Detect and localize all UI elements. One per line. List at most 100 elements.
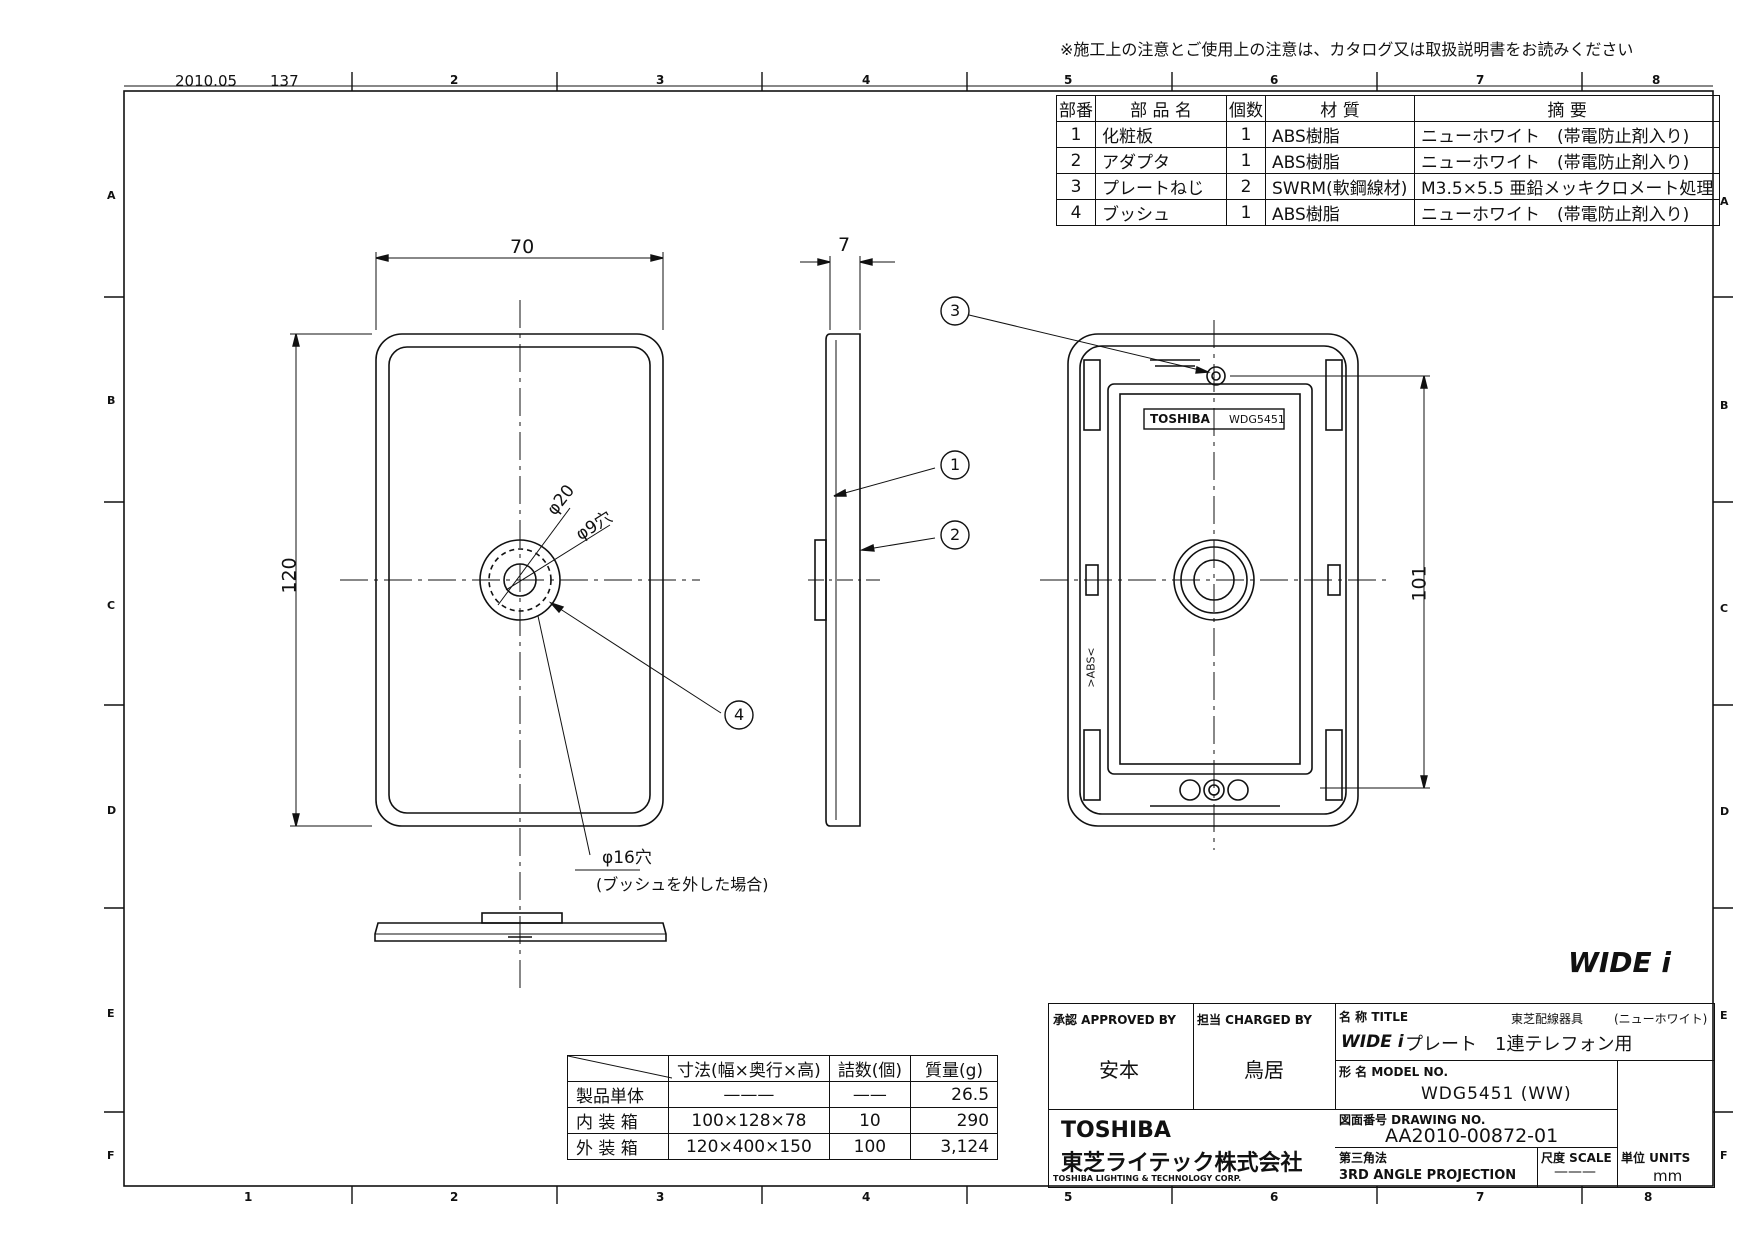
title-maker: 東芝配線器具 bbox=[1511, 1012, 1584, 1026]
charged-label: 担当 CHARGED BY bbox=[1197, 1013, 1312, 1027]
zone-col-4-top: 4 bbox=[862, 73, 871, 87]
zone-col-8-bottom: 8 bbox=[1644, 1190, 1653, 1204]
zone-row-c-right: C bbox=[1720, 602, 1729, 615]
zone-row-b-right: B bbox=[1720, 399, 1729, 412]
zone-col-4-bottom: 4 bbox=[862, 1190, 871, 1204]
table-row: 1 化粧板 1 ABS樹脂 ニューホワイト (帯電防止剤入り) bbox=[1056, 121, 1721, 148]
table-row: 内 装 箱 100×128×78 10 290 bbox=[567, 1107, 999, 1134]
drawing-label: 図面番号 DRAWING NO. bbox=[1339, 1113, 1486, 1127]
dim-hole-bush-note: (ブッシュを外した場合) bbox=[596, 875, 769, 894]
pack-size: 120×400×150 bbox=[668, 1133, 830, 1160]
zone-col-8-top: 8 bbox=[1652, 73, 1661, 87]
model-value: WDG5451 (WW) bbox=[1421, 1084, 1572, 1104]
part-material: ABS樹脂 bbox=[1265, 199, 1415, 226]
title-color: (ニューホワイト) bbox=[1614, 1012, 1708, 1026]
stamp-number: 137 bbox=[270, 72, 299, 90]
pack-mass: 26.5 bbox=[910, 1081, 999, 1108]
units-value: mm bbox=[1653, 1167, 1683, 1185]
callout-3: 3 bbox=[950, 301, 961, 320]
zone-row-c-left: C bbox=[107, 599, 116, 612]
pack-header-size: 寸法(幅×奥行×高) bbox=[668, 1055, 830, 1082]
pack-header-corner bbox=[567, 1055, 672, 1082]
pack-header-mass: 質量(g) bbox=[910, 1055, 999, 1082]
callout-1: 1 bbox=[950, 455, 961, 474]
zone-row-d-right: D bbox=[1720, 805, 1730, 818]
part-number: 4 bbox=[1056, 199, 1096, 226]
stamp-date: 2010.05 bbox=[175, 72, 238, 90]
part-remarks: ニューホワイト (帯電防止剤入り) bbox=[1413, 147, 1721, 174]
material-mark: >ABS< bbox=[1084, 647, 1098, 688]
parts-header-remarks: 摘 要 bbox=[1413, 95, 1721, 122]
callout-3-circle bbox=[940, 296, 970, 326]
table-row: 外 装 箱 120×400×150 100 3,124 bbox=[567, 1133, 999, 1160]
parts-header-row: 部番 部 品 名 個数 材 質 摘 要 bbox=[1056, 95, 1721, 122]
pack-qty: 10 bbox=[828, 1107, 912, 1134]
bottom-view bbox=[374, 912, 667, 942]
part-qty: 2 bbox=[1226, 173, 1266, 200]
pack-qty: —— bbox=[828, 1081, 912, 1108]
series-logo: WIDE i bbox=[1568, 946, 1672, 979]
part-material: ABS樹脂 bbox=[1265, 121, 1415, 148]
part-remarks: ニューホワイト (帯電防止剤入り) bbox=[1413, 199, 1721, 226]
zone-col-5-top: 5 bbox=[1064, 73, 1073, 87]
projection-value: 3RD ANGLE PROJECTION bbox=[1339, 1168, 1517, 1183]
company-name-en: TOSHIBA LIGHTING & TECHNOLOGY CORP. bbox=[1053, 1174, 1242, 1183]
part-qty: 1 bbox=[1226, 147, 1266, 174]
zone-row-a-left: A bbox=[107, 189, 116, 202]
pack-type: 外 装 箱 bbox=[567, 1133, 669, 1160]
part-qty: 1 bbox=[1226, 121, 1266, 148]
part-name: プレートねじ bbox=[1095, 173, 1227, 200]
callout-2: 2 bbox=[950, 525, 961, 544]
parts-header-name: 部 品 名 bbox=[1095, 95, 1227, 122]
zone-col-1-bottom: 1 bbox=[244, 1190, 253, 1204]
company-name-jp: 東芝ライテック株式会社 bbox=[1061, 1151, 1303, 1176]
callout-4-circle bbox=[724, 700, 754, 730]
pack-size: 100×128×78 bbox=[668, 1107, 830, 1134]
title-value: プレート 1連テレフォン用 bbox=[1405, 1034, 1633, 1055]
dim-depth: 7 bbox=[838, 234, 851, 256]
pack-size: ——— bbox=[668, 1081, 830, 1108]
rear-label-brand: TOSHIBA bbox=[1150, 412, 1210, 426]
zone-col-7-bottom: 7 bbox=[1476, 1190, 1485, 1204]
pack-mass: 290 bbox=[910, 1107, 999, 1134]
approved-value: 安本 bbox=[1099, 1058, 1139, 1082]
part-name: 化粧板 bbox=[1095, 121, 1227, 148]
pack-qty: 100 bbox=[828, 1133, 912, 1160]
scale-cell bbox=[1537, 1147, 1618, 1187]
part-number: 3 bbox=[1056, 173, 1096, 200]
title-logo: WIDE i bbox=[1341, 1032, 1404, 1052]
title-cell bbox=[1335, 1004, 1714, 1061]
rear-label-model: WDG5451 bbox=[1229, 413, 1285, 426]
approved-label: 承認 APPROVED BY bbox=[1053, 1013, 1176, 1027]
drawing-value: AA2010-00872-01 bbox=[1385, 1125, 1559, 1147]
zone-row-d-left: D bbox=[107, 804, 117, 817]
parts-header-material: 材 質 bbox=[1265, 95, 1415, 122]
projection-label: 第三角法 bbox=[1339, 1151, 1388, 1165]
model-label: 形 名 MODEL NO. bbox=[1339, 1065, 1449, 1079]
border-frame bbox=[123, 90, 1714, 1187]
table-row: 3 プレートねじ 2 SWRM(軟鋼線材) M3.5×5.5 亜鉛メッキクロメー… bbox=[1056, 173, 1721, 200]
scale-label: 尺度 SCALE bbox=[1541, 1151, 1612, 1165]
dim-inner: 101 bbox=[1408, 565, 1431, 602]
projection-cell bbox=[1335, 1147, 1538, 1187]
zone-row-f-right: F bbox=[1720, 1149, 1728, 1162]
approved-cell bbox=[1049, 1004, 1194, 1110]
drawing-cell bbox=[1335, 1109, 1618, 1148]
pack-type: 内 装 箱 bbox=[567, 1107, 669, 1134]
table-row: 製品単体 ——— —— 26.5 bbox=[567, 1081, 999, 1108]
part-name: ブッシュ bbox=[1095, 199, 1227, 226]
parts-header-no: 部番 bbox=[1056, 95, 1096, 122]
zone-col-3-top: 3 bbox=[656, 73, 665, 87]
zone-row-e-right: E bbox=[1720, 1009, 1728, 1022]
charged-value: 鳥居 bbox=[1244, 1058, 1284, 1082]
callout-4: 4 bbox=[734, 705, 745, 724]
part-name: アダプタ bbox=[1095, 147, 1227, 174]
parts-table: 部番 部 品 名 個数 材 質 摘 要 1 化粧板 1 ABS樹脂 ニューホワイ… bbox=[1056, 95, 1721, 226]
dim-hole-bush-removed: φ16穴 bbox=[602, 848, 652, 868]
dim-height: 120 bbox=[278, 557, 301, 594]
pack-header-qty: 詰数(個) bbox=[828, 1055, 912, 1082]
zone-col-3-bottom: 3 bbox=[656, 1190, 665, 1204]
part-material: SWRM(軟鋼線材) bbox=[1265, 173, 1415, 200]
